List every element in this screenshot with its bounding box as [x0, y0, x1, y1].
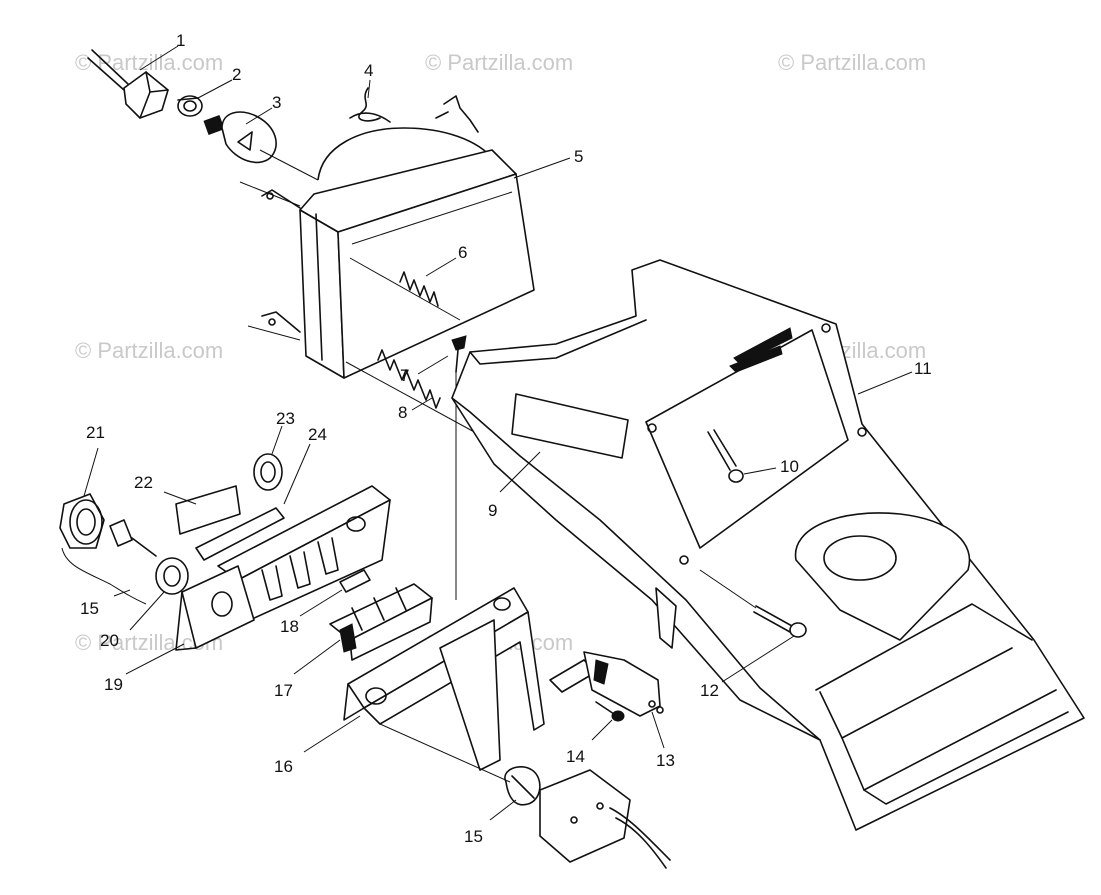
callout-15-upper: 15	[80, 599, 99, 618]
part-6-adjusting-spring	[349, 257, 461, 321]
callout-13: 13	[656, 751, 675, 770]
watermark: © Partzilla.com	[75, 338, 223, 363]
part-4-spring-clip	[349, 87, 391, 123]
part-12-screw	[699, 569, 807, 638]
part-11-dash-console	[451, 259, 1085, 831]
part-13-connector	[549, 651, 664, 717]
callout-21: 21	[86, 423, 105, 442]
callout-4: 4	[364, 61, 373, 80]
part-23-grommet	[253, 453, 283, 491]
part-24-switch-panel	[195, 485, 391, 621]
part-1-socket-connector	[87, 49, 169, 119]
part-3-headlight-bulb	[203, 111, 277, 164]
callout-10: 10	[780, 457, 799, 476]
part-5-headlight-assembly	[239, 95, 535, 379]
callout-labels: 1 2 3 4 5 6 7 8 9 10 11 12 13 14 15 15 1…	[80, 31, 932, 846]
callout-24: 24	[308, 425, 327, 444]
callout-12: 12	[700, 681, 719, 700]
callout-19: 19	[104, 675, 123, 694]
part-7-screw	[451, 335, 467, 600]
part-2-retainer-ring	[177, 95, 203, 117]
callout-20: 20	[100, 631, 119, 650]
callout-8: 8	[398, 403, 407, 422]
part-15-light-switch	[379, 723, 671, 869]
callout-16: 16	[274, 757, 293, 776]
callout-6: 6	[458, 243, 467, 262]
callout-15-lower: 15	[464, 827, 483, 846]
callout-3: 3	[272, 93, 281, 112]
watermark: © Partzilla.com	[778, 50, 926, 75]
part-8-adjusting-spring	[345, 349, 479, 435]
part-20-switch-nut	[155, 557, 189, 595]
callout-1: 1	[176, 31, 185, 50]
callout-14: 14	[566, 747, 585, 766]
part-22-decal	[175, 485, 241, 535]
part-17-switch-block	[329, 583, 433, 661]
group-bracket-line	[61, 547, 147, 605]
watermark: © Partzilla.com	[425, 50, 573, 75]
part-18-pin	[339, 569, 371, 593]
callout-9: 9	[488, 501, 497, 520]
callout-18: 18	[280, 617, 299, 636]
callout-22: 22	[134, 473, 153, 492]
part-16-mounting-bracket	[343, 587, 545, 771]
callout-2: 2	[232, 65, 241, 84]
callout-5: 5	[574, 147, 583, 166]
part-14-screw	[595, 701, 625, 722]
part-19-bracket-plate	[175, 565, 255, 651]
callout-23: 23	[276, 409, 295, 428]
part-21-ignition-switch	[59, 493, 157, 557]
callout-7: 7	[400, 366, 409, 385]
leader-lines	[83, 45, 913, 821]
callout-11: 11	[914, 359, 932, 378]
watermark: © Partzilla.com	[75, 50, 223, 75]
part-10-screw	[707, 429, 744, 483]
callout-17: 17	[274, 681, 293, 700]
